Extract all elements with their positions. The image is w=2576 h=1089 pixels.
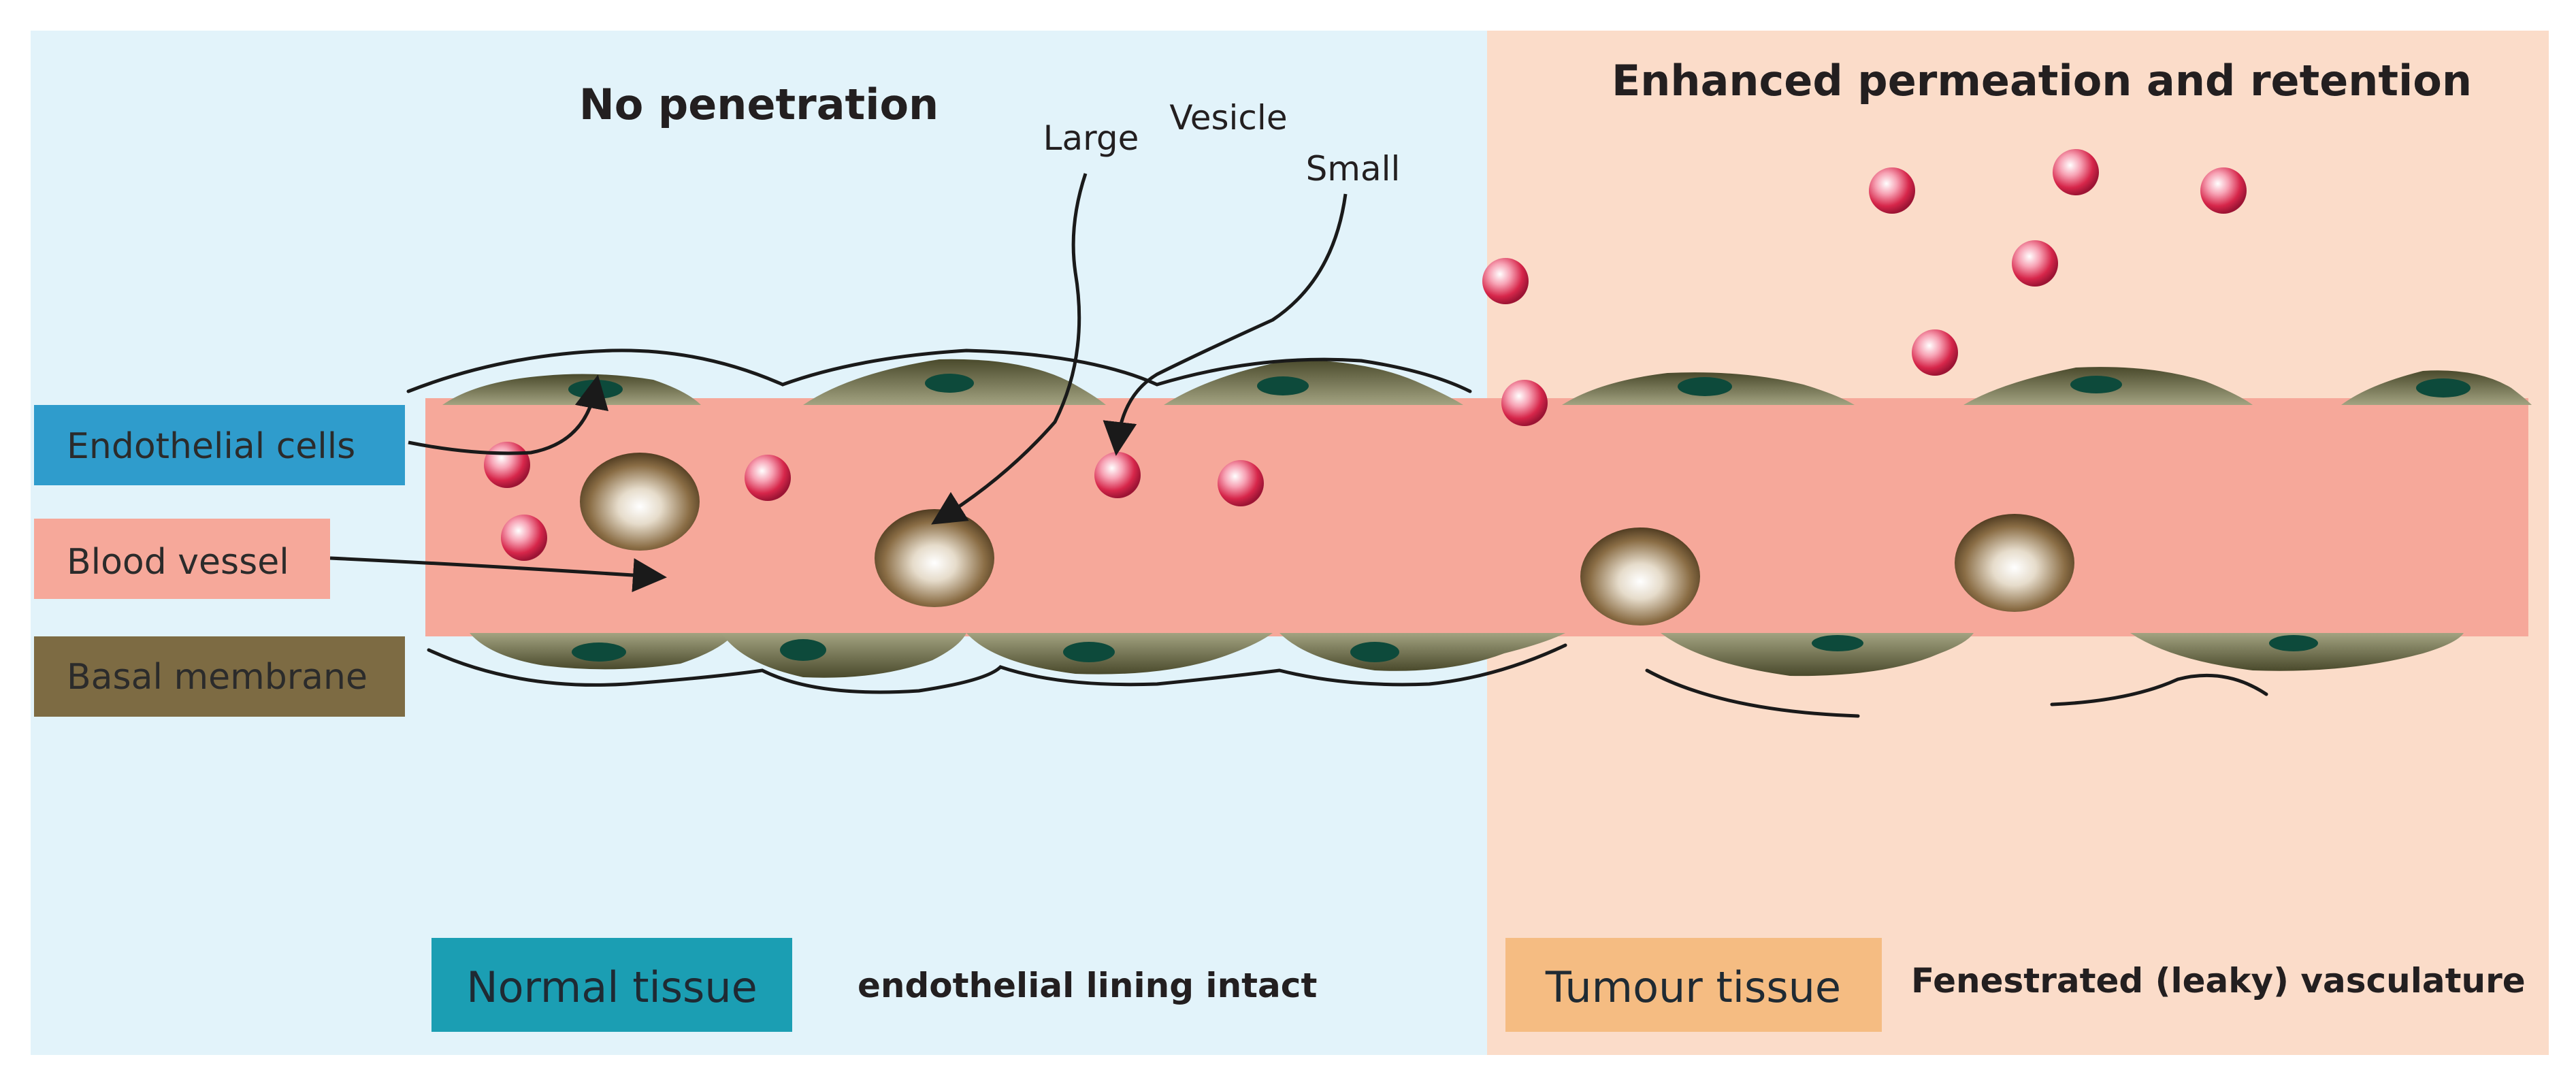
nucleus (1350, 642, 1399, 662)
legend-basal-membrane-box (34, 636, 405, 717)
nucleus (2416, 378, 2471, 397)
legend-blood-vessel-label: Blood vessel (67, 542, 289, 583)
basal-membrane-fragment (1645, 668, 1860, 718)
small-vesicle (1094, 452, 1141, 498)
label-small: Small (1306, 149, 1401, 189)
small-vesicle (501, 515, 547, 561)
nucleus (572, 643, 626, 662)
tumour-tissue-description: Fenestrated (leaky) vasculature (1911, 961, 2526, 1001)
small-vesicle (2012, 240, 2058, 287)
tumour-tissue-box (1505, 938, 1882, 1032)
small-vesicles (484, 149, 2247, 561)
tumour-tissue-label: Tumour tissue (1545, 962, 1841, 1012)
small-vesicle (745, 455, 791, 501)
nucleus (925, 374, 974, 393)
nucleus (1063, 642, 1115, 662)
large-vesicle (875, 509, 994, 607)
legend-blood-vessel-box (34, 519, 330, 599)
basal-membrane-top (406, 348, 1472, 393)
small-vesicle (1218, 460, 1264, 506)
small-vesicle (2053, 149, 2099, 195)
small-vesicle-arrow (1103, 193, 1348, 456)
large-vesicle (1955, 514, 2074, 612)
label-large: Large (1043, 118, 1139, 158)
endothelial-cell (1164, 359, 1463, 405)
endothelial-cells-bottom-normal (470, 633, 1565, 678)
large-vesicle-arrow (931, 173, 1088, 525)
endothelial-cell (1279, 633, 1565, 671)
endothelial-cell (1661, 633, 1974, 677)
endothelial-cell (721, 633, 966, 678)
nucleus (1257, 376, 1309, 395)
small-vesicle (484, 442, 530, 488)
small-vesicle (1912, 329, 1958, 376)
nucleus (2070, 376, 2122, 393)
legend-basal-membrane-label: Basal membrane (67, 657, 368, 698)
endothelial-cell (966, 633, 1273, 674)
blood-vessel (425, 398, 2528, 636)
endothelial-cell (2130, 633, 2464, 671)
basal-membrane-bottom (427, 643, 1567, 694)
small-vesicle (1482, 258, 1529, 304)
nucleus (780, 639, 826, 661)
small-vesicle (1869, 167, 1915, 214)
large-vesicle (1580, 527, 1700, 625)
small-vesicle (1501, 380, 1548, 426)
basal-membrane-fragment (2050, 673, 2268, 706)
endothelial-cells-bottom-tumour (1661, 633, 2464, 677)
large-vesicle (580, 453, 700, 551)
small-vesicle (2200, 167, 2247, 214)
endothelial-cells-top-tumour (1562, 367, 2532, 405)
title-epr: Enhanced permeation and retention (1612, 56, 2472, 105)
normal-tissue-box (431, 938, 792, 1032)
endothelial-cells-top-normal (442, 359, 1463, 405)
normal-tissue-description: endothelial lining intact (858, 966, 1317, 1005)
legend-endothelial-label: Endothelial cells (67, 426, 355, 467)
normal-tissue-label: Normal tissue (466, 962, 757, 1012)
nucleus (1678, 377, 1732, 396)
nucleus (1812, 635, 1863, 651)
large-vesicles (580, 453, 2074, 625)
legend-endothelial-box (34, 405, 405, 485)
nucleus (2269, 635, 2318, 651)
label-vesicle: Vesicle (1169, 98, 1287, 137)
endothelial-cells-arrow (408, 374, 609, 455)
title-no-penetration: No penetration (579, 80, 939, 129)
blood-vessel-arrow (329, 556, 667, 592)
